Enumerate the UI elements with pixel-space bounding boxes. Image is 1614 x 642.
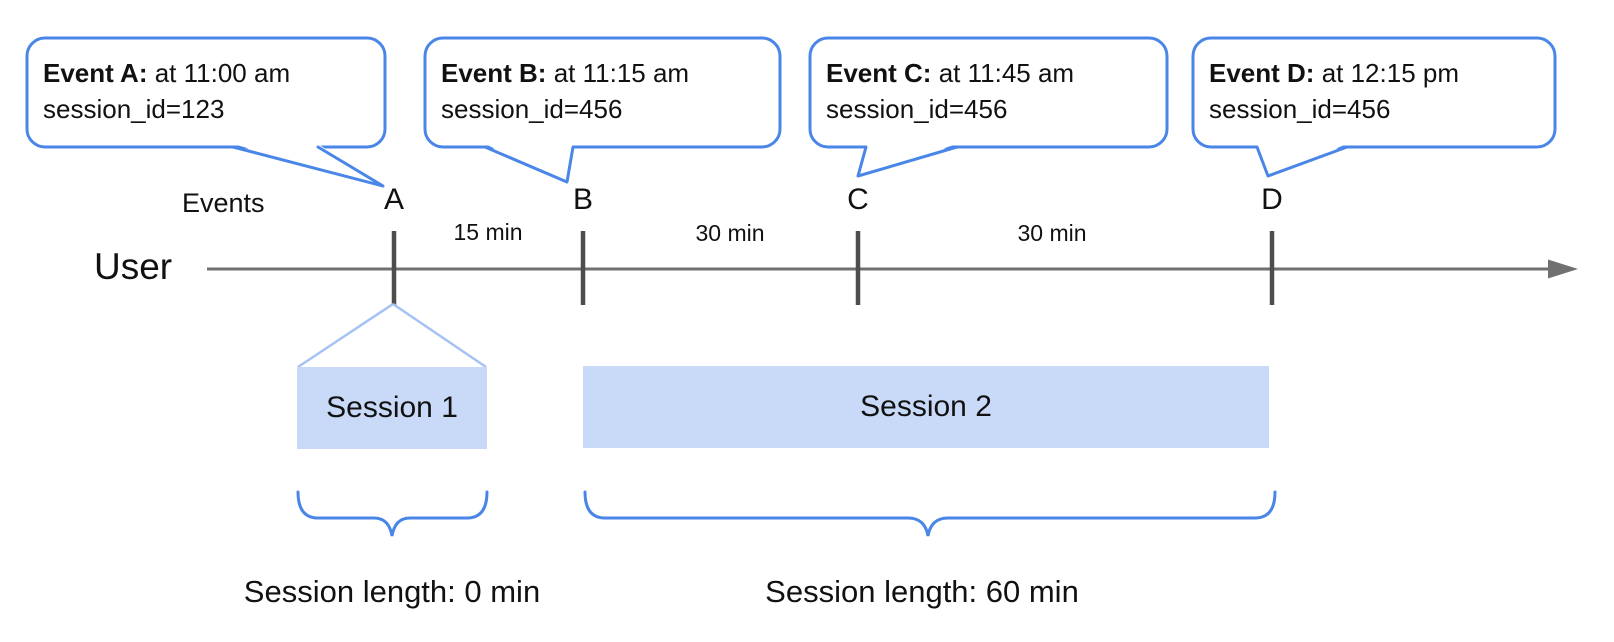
event-b-title: Event B: at 11:15 am <box>441 55 689 91</box>
event-d-title: Event D: at 12:15 pm <box>1209 55 1459 91</box>
session2-label: Session 2 <box>860 390 992 423</box>
session1-brace <box>296 490 489 537</box>
event-b-title-bold: Event B: <box>441 58 547 88</box>
timeline-axis <box>207 259 1578 279</box>
event-d-session-id: session_id=456 <box>1209 94 1391 124</box>
speech-bubble-c-shape <box>808 36 1169 178</box>
event-b-title-time: at 11:15 am <box>546 58 690 88</box>
interval-b-c-label: 30 min <box>695 220 765 246</box>
event-d-title-time: at 12:15 pm <box>1314 58 1460 88</box>
event-a-callout-text: Event A: at 11:00 am session_id=123 <box>43 55 290 127</box>
arrowhead-icon <box>1548 259 1578 279</box>
event-marker-a: A <box>383 183 405 216</box>
speech-bubble-a-shape <box>25 36 387 188</box>
interval-a-b-label: 15 min <box>453 219 523 245</box>
user-axis-label: User <box>94 246 173 287</box>
event-c-session-id: session_id=456 <box>826 94 1008 124</box>
event-marker-d: D <box>1261 183 1283 216</box>
event-marker-c: C <box>847 183 869 216</box>
session2-brace <box>583 490 1277 537</box>
event-c-title: Event C: at 11:45 am <box>826 55 1074 91</box>
session1-box <box>297 367 487 449</box>
session1-label: Session 1 <box>326 391 458 424</box>
event-c-title-bold: Event C: <box>826 58 932 88</box>
event-marker-b: B <box>572 183 594 216</box>
events-row-label: Events <box>182 188 265 218</box>
session1-funnel-lines <box>297 302 487 369</box>
event-a-session-id: session_id=123 <box>43 94 225 124</box>
event-c-title-time: at 11:45 am <box>931 58 1075 88</box>
event-b-session-id: session_id=456 <box>441 94 623 124</box>
event-a-title-bold: Event A: <box>43 58 148 88</box>
event-d-title-bold: Event D: <box>1209 58 1315 88</box>
speech-bubble-d-shape <box>1191 36 1557 178</box>
event-c-callout-text: Event C: at 11:45 am session_id=456 <box>826 55 1074 127</box>
event-a-title-time: at 11:00 am <box>147 58 291 88</box>
event-a-title: Event A: at 11:00 am <box>43 55 290 91</box>
interval-c-d-label: 30 min <box>1017 220 1087 246</box>
event-d-callout-text: Event D: at 12:15 pm session_id=456 <box>1209 55 1459 127</box>
speech-bubble-b-shape <box>423 36 782 184</box>
session1-length-label: Session length: 0 min <box>243 574 541 609</box>
session2-box <box>583 366 1269 448</box>
event-b-callout-text: Event B: at 11:15 am session_id=456 <box>441 55 689 127</box>
session2-length-label: Session length: 60 min <box>765 574 1079 609</box>
